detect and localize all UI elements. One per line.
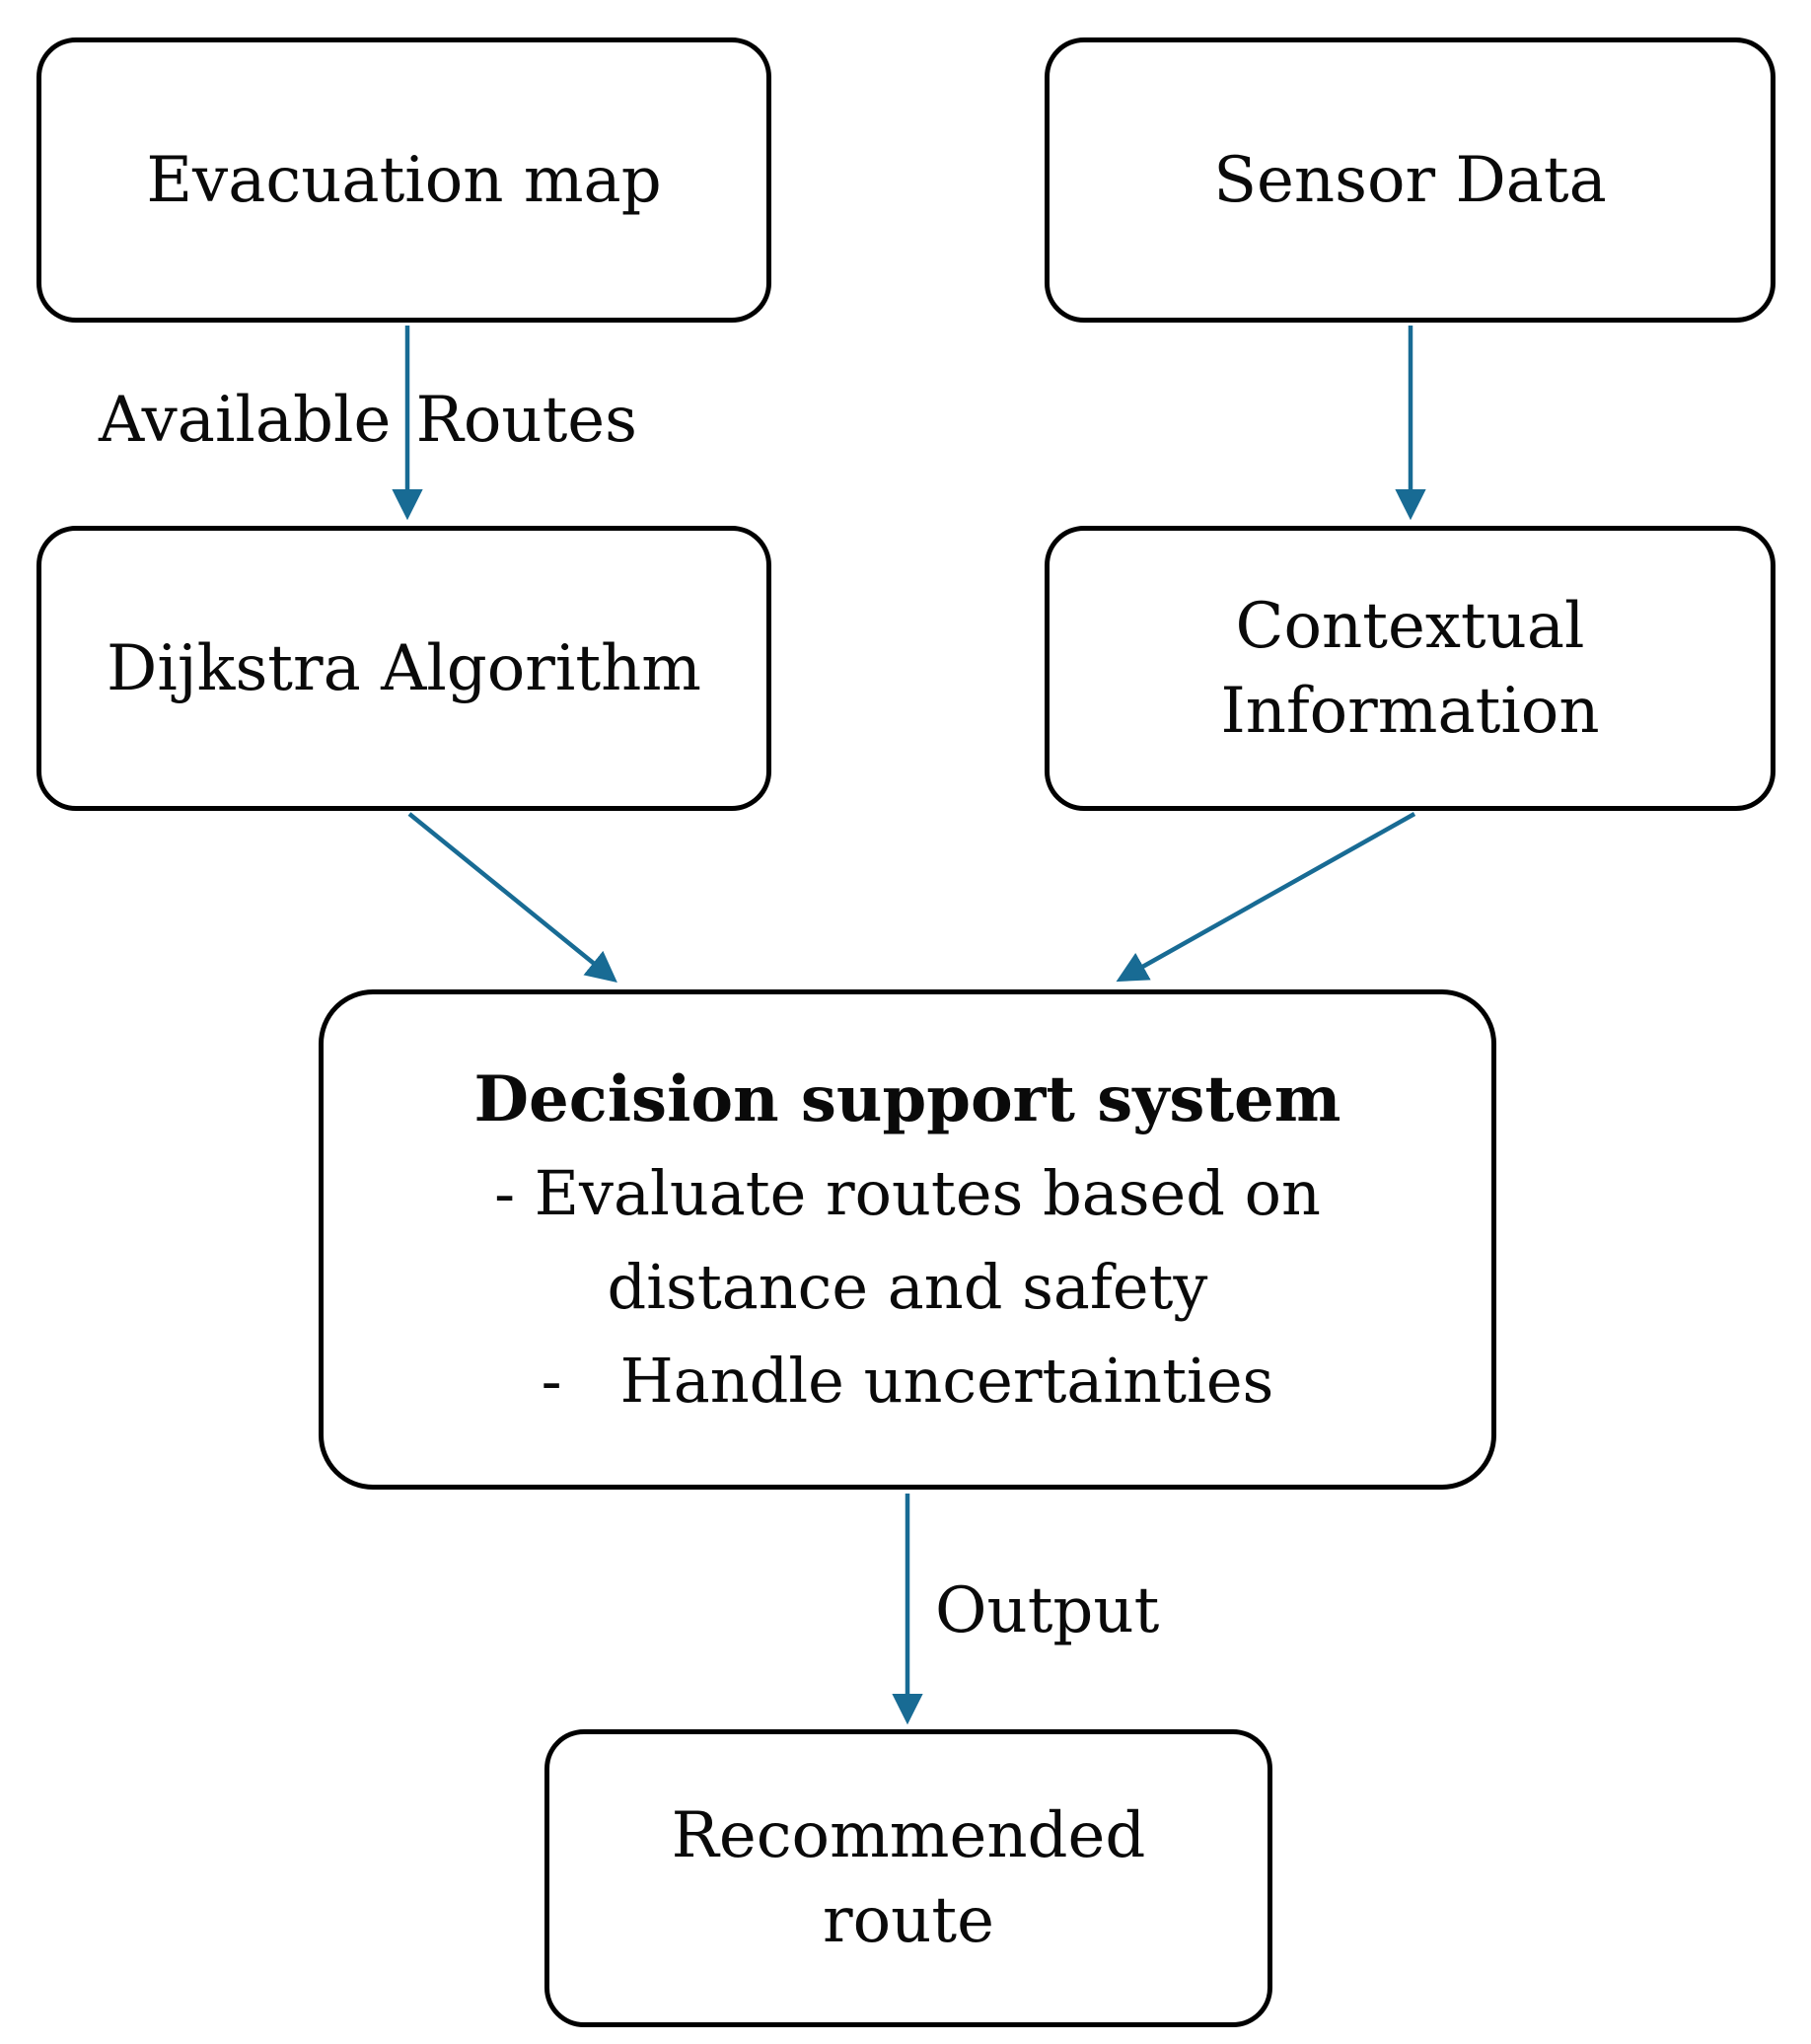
edge-label-available: Available — [99, 384, 392, 457]
edge-label-output: Output — [935, 1574, 1160, 1647]
contextual-information-label-line2: Information — [1220, 674, 1600, 748]
edge-label-available-routes: Available Routes — [99, 383, 637, 458]
decision-support-system-bullet-uncertainties: - Handle uncertainties — [541, 1344, 1274, 1417]
sensor-data-label: Sensor Data — [1213, 143, 1607, 217]
decision-support-system-bullet-evaluate-wrap: distance and safety — [607, 1250, 1208, 1323]
decision-support-system-title: Decision support system — [473, 1061, 1341, 1136]
dijkstra-algorithm-label: Dijkstra Algorithm — [107, 631, 701, 705]
decision-support-system-bullet-evaluate: - Evaluate routes based on — [494, 1156, 1321, 1229]
node-recommended-route: Recommended route — [544, 1729, 1272, 2027]
recommended-route-label-line2: route — [823, 1884, 994, 1957]
contextual-information-label-line1: Contextual — [1235, 589, 1585, 663]
node-evacuation-map: Evacuation map — [36, 37, 771, 323]
edge-label-routes: Routes — [415, 384, 637, 457]
arrow-contextual-information-to-decision-support-system — [1116, 812, 1416, 983]
node-contextual-information: Contextual Information — [1045, 526, 1775, 811]
node-sensor-data: Sensor Data — [1045, 37, 1775, 323]
node-decision-support-system: Decision support system - Evaluate route… — [319, 989, 1496, 1490]
node-dijkstra-algorithm: Dijkstra Algorithm — [36, 526, 771, 811]
evacuation-map-label: Evacuation map — [146, 143, 662, 217]
arrow-dijkstra-to-decision-support-system — [407, 812, 617, 983]
recommended-route-label-line1: Recommended — [671, 1799, 1146, 1872]
